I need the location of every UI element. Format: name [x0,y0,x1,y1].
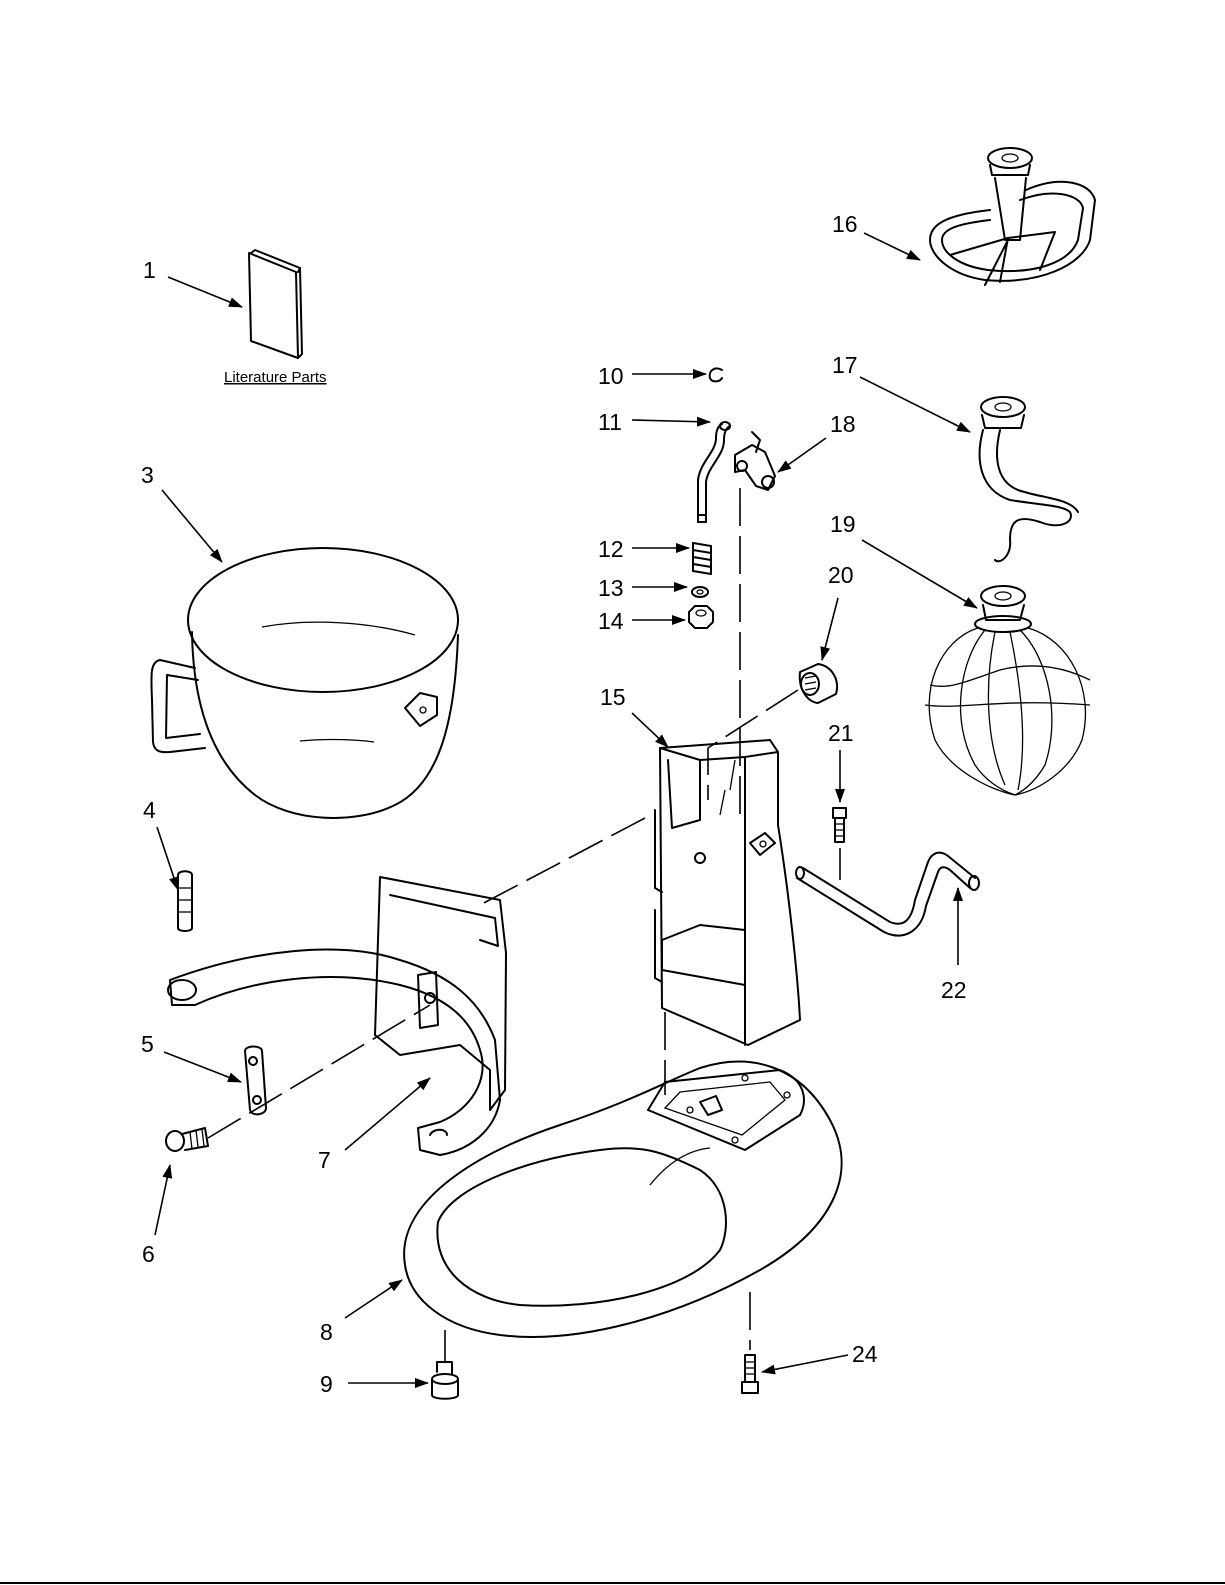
callout-11: 11 [598,409,622,435]
callout-14: 14 [598,608,624,634]
bent-rod-icon [698,422,730,522]
callout-15: 15 [600,684,626,710]
bowl-pin-icon [178,871,192,931]
literature-booklet-icon [249,250,302,358]
foot-icon [432,1362,458,1399]
literature-parts-label: Literature Parts [224,369,327,386]
washer-icon [692,587,708,597]
retaining-ring-icon [710,368,722,381]
crank-handle-icon [796,853,979,936]
bowl-support-arm-icon [168,877,506,1155]
callout-17: 17 [832,352,858,378]
callout-9: 9 [320,1371,333,1397]
callout-13: 13 [598,575,624,601]
column-housing-icon [655,740,800,1045]
screw-icon [166,1128,208,1151]
callout-8: 8 [320,1319,333,1345]
wire-whip-icon [925,586,1090,795]
callout-3: 3 [141,462,154,488]
mixing-bowl-icon [151,548,458,818]
bowl-clamp-plate-icon [245,1047,266,1115]
set-screw-icon [833,808,846,842]
callout-21: 21 [828,720,854,746]
mixer-base-icon [404,1062,841,1337]
flat-beater-icon [930,148,1095,285]
spring-icon [693,543,711,574]
callout-4: 4 [143,797,156,823]
callout-24: 24 [852,1341,878,1367]
callout-19: 19 [830,511,856,537]
callout-7: 7 [318,1147,331,1173]
dough-hook-icon [980,397,1078,561]
nut-icon [689,606,713,628]
callout-16: 16 [832,211,858,237]
callout-20: 20 [828,562,854,588]
knob-icon [800,664,837,703]
callout-22: 22 [941,977,967,1003]
callout-10: 10 [598,363,624,389]
callout-12: 12 [598,536,624,562]
callout-18: 18 [830,411,856,437]
base-screw-icon [742,1355,758,1393]
callout-6: 6 [142,1241,155,1267]
lever-bracket-icon [735,432,775,490]
callout-1: 1 [143,257,156,283]
callout-5: 5 [141,1031,154,1057]
